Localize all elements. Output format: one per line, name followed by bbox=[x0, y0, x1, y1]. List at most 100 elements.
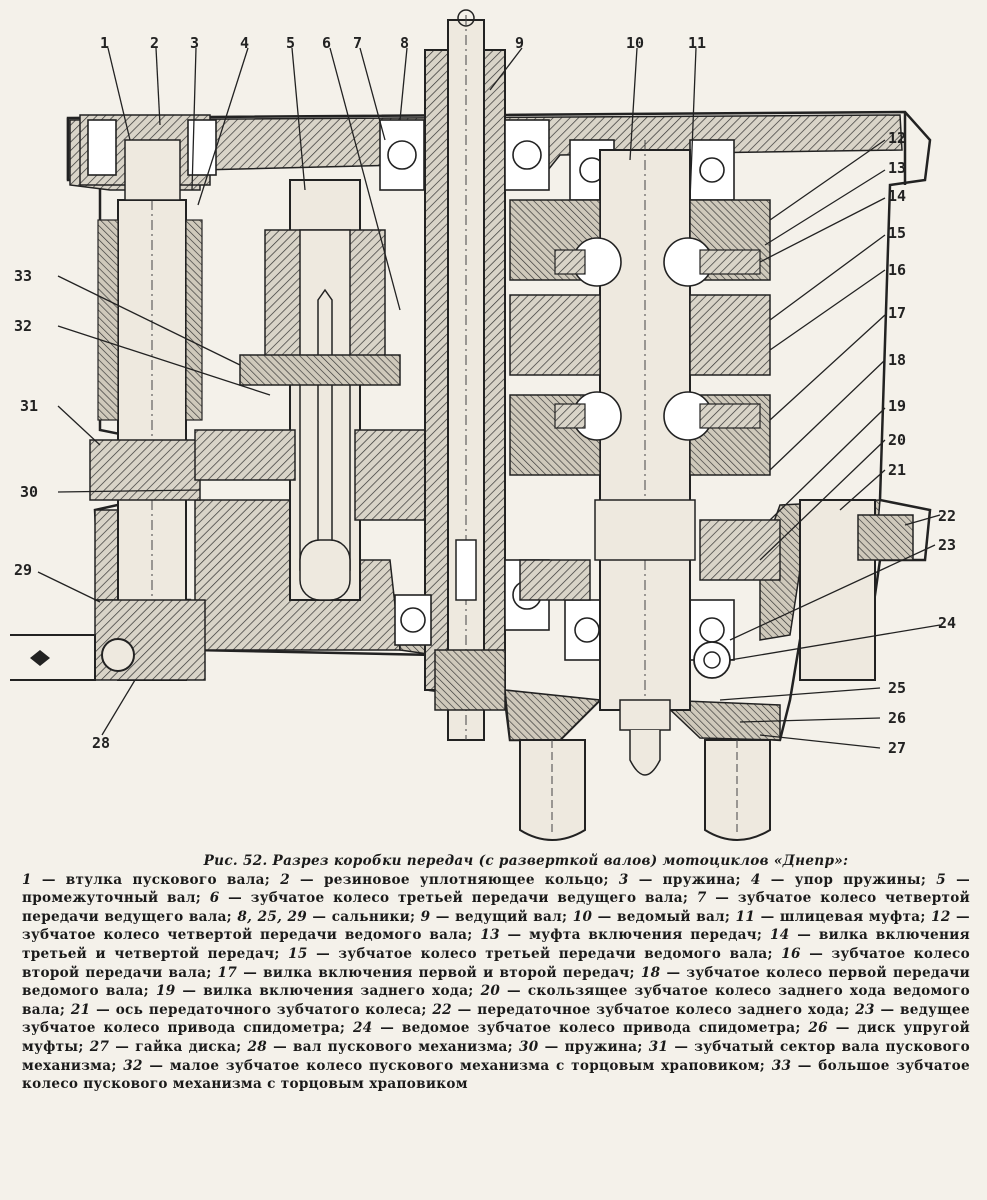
legend-number: 13 bbox=[480, 927, 500, 944]
callout-33: 33 bbox=[14, 267, 33, 285]
legend-number: 15 bbox=[288, 945, 308, 962]
legend-number: 22 bbox=[432, 1001, 452, 1018]
callout-13: 13 bbox=[888, 159, 907, 177]
legend-entry: 6 — зубчатое колесо третьей передачи вед… bbox=[209, 890, 689, 907]
callout-4: 4 bbox=[240, 34, 250, 52]
legend-number: 7 bbox=[696, 890, 707, 907]
legend-text: зубчатое колесо четвертой передачи ведущ… bbox=[22, 890, 971, 925]
legend-text: ведущий вал; bbox=[455, 908, 568, 925]
legend-text: пружина; bbox=[662, 871, 741, 888]
callout-1: 1 bbox=[100, 34, 110, 52]
legend-number: 20 bbox=[480, 983, 501, 1000]
callout-9: 9 bbox=[515, 34, 525, 52]
legend-number: 16 bbox=[781, 945, 801, 962]
starter-shaft bbox=[10, 114, 211, 681]
legend-entry: 26 — диск упругой муфты; bbox=[22, 1020, 970, 1055]
legend-number: 4 bbox=[750, 871, 761, 888]
legend-entry: 5 — промежуточный вал; bbox=[22, 871, 970, 907]
legend-number: 24 bbox=[352, 1020, 373, 1037]
gearbox-section-drawing: 1 2 3 4 5 6 7 8 9 10 11 12 13 14 15 16 1… bbox=[10, 9, 957, 841]
legend-number: 17 bbox=[217, 964, 238, 981]
legend-entry: 12 — зубчатое колесо четвертой передачи … bbox=[22, 908, 970, 944]
legend-entry: 32 — малое зубчатое колесо пускового мех… bbox=[123, 1057, 766, 1074]
legend-entry: 33 — большое зубчатое колесо пускового м… bbox=[22, 1057, 970, 1093]
callout-25: 25 bbox=[888, 679, 907, 697]
legend-text: зубчатое колесо второй передачи вала; bbox=[22, 945, 970, 981]
callout-23: 23 bbox=[938, 536, 957, 554]
caption-legend: 1 — втулка пускового вала; 2 — резиновое… bbox=[22, 871, 970, 1094]
legend-entry: 31 — зубчатый сектор вала пускового меха… bbox=[22, 1038, 970, 1074]
legend-entry: 27 — гайка диска; bbox=[89, 1038, 242, 1055]
legend-number: 12 bbox=[931, 908, 951, 925]
legend-number: 21 bbox=[70, 1001, 91, 1018]
callout-31: 31 bbox=[20, 397, 39, 415]
legend-text: сальники; bbox=[331, 908, 416, 925]
legend-text: вилка включения заднего хода; bbox=[203, 983, 474, 1000]
legend-text: резиновое уплотняющее кольцо; bbox=[323, 871, 609, 888]
legend-number: 10 bbox=[572, 908, 593, 925]
callout-7: 7 bbox=[353, 34, 363, 52]
legend-text: ведущее зубчатое колесо привода спидомет… bbox=[22, 1001, 970, 1037]
legend-entry: 18 — зубчатое колесо первой передачи вед… bbox=[22, 964, 970, 1000]
legend-text: передаточное зубчатое колесо заднего ход… bbox=[477, 1001, 850, 1018]
legend-number: 3 bbox=[618, 871, 629, 888]
legend-text: пружина; bbox=[564, 1038, 643, 1055]
leader-lines bbox=[37, 47, 941, 749]
legend-text: скользящее зубчатое колесо заднего хода … bbox=[22, 983, 970, 1018]
legend-number: 32 bbox=[123, 1057, 143, 1074]
legend-number: 33 bbox=[771, 1057, 792, 1074]
legend-number: 28 bbox=[247, 1038, 268, 1055]
callout-27: 27 bbox=[888, 739, 907, 757]
callout-10: 10 bbox=[626, 34, 645, 52]
callout-32: 32 bbox=[14, 317, 33, 335]
legend-text: втулка пускового вала; bbox=[65, 871, 271, 888]
callout-30: 30 bbox=[20, 483, 39, 501]
legend-number: 19 bbox=[155, 983, 176, 1000]
legend-number: 8, 25, 29 bbox=[237, 908, 308, 925]
legend-entry: 10 — ведомый вал; bbox=[572, 908, 731, 925]
callout-29: 29 bbox=[14, 561, 33, 579]
legend-text: ведомое зубчатое колесо привода спидомет… bbox=[401, 1020, 801, 1037]
legend-number: 11 bbox=[735, 908, 756, 925]
legend-number: 30 bbox=[519, 1038, 539, 1055]
callout-20: 20 bbox=[888, 431, 907, 449]
legend-entry: 9 — ведущий вал; bbox=[420, 908, 568, 925]
input-shaft bbox=[424, 9, 506, 741]
legend-text: промежуточный вал; bbox=[22, 890, 202, 907]
legend-entry: 14 — вилка включения третьей и четвертой… bbox=[22, 927, 970, 962]
legend-number: 18 bbox=[640, 964, 661, 981]
legend-text: зубчатое колесо третьей передачи ведомог… bbox=[338, 945, 773, 962]
legend-entry: 20 — скользящее зубчатое колесо заднего … bbox=[22, 983, 970, 1018]
callout-3: 3 bbox=[190, 34, 200, 52]
legend-text: вал пускового механизма; bbox=[293, 1038, 513, 1055]
legend-text: малое зубчатое колесо пускового механизм… bbox=[169, 1057, 766, 1074]
legend-text: вилка включения третьей и четвертой пере… bbox=[22, 927, 970, 962]
legend-text: зубчатое колесо первой передачи ведомого… bbox=[22, 964, 970, 1000]
legend-entry: 22 — передаточное зубчатое колесо заднег… bbox=[432, 1001, 850, 1018]
callout-28: 28 bbox=[92, 734, 111, 752]
callout-12: 12 bbox=[888, 129, 907, 147]
legend-text: муфта включения передач; bbox=[529, 927, 763, 944]
legend-entry: 17 — вилка включения первой и второй пер… bbox=[217, 964, 635, 981]
legend-number: 2 bbox=[280, 871, 290, 888]
legend-text: шлицевая муфта; bbox=[779, 908, 926, 925]
legend-text: ось передаточного зубчатого колеса; bbox=[115, 1001, 427, 1018]
legend-number: 5 bbox=[936, 871, 946, 888]
callout-24: 24 bbox=[938, 614, 957, 632]
legend-entry: 24 — ведомое зубчатое колесо привода спи… bbox=[352, 1020, 801, 1037]
legend-text: зубчатое колесо четвертой передачи ведом… bbox=[22, 927, 473, 944]
legend-number: 1 bbox=[22, 871, 32, 888]
legend-entry: 13 — муфта включения передач; bbox=[480, 927, 763, 944]
callout-15: 15 bbox=[888, 224, 907, 242]
legend-number: 14 bbox=[769, 927, 790, 944]
legend-number: 31 bbox=[648, 1038, 669, 1055]
figure-caption: Рис. 52. Разрез коробки передач (с разве… bbox=[22, 852, 970, 1094]
legend-number: 27 bbox=[89, 1038, 110, 1055]
output-flanges bbox=[519, 739, 771, 841]
callout-14: 14 bbox=[888, 187, 907, 205]
callout-17: 17 bbox=[888, 304, 907, 322]
legend-entry: 3 — пружина; bbox=[618, 871, 741, 888]
legend-entry: 8, 25, 29 — сальники; bbox=[237, 908, 416, 925]
legend-text: упор пружины; bbox=[794, 871, 927, 888]
legend-entry: 11 — шлицевая муфта; bbox=[735, 908, 926, 925]
